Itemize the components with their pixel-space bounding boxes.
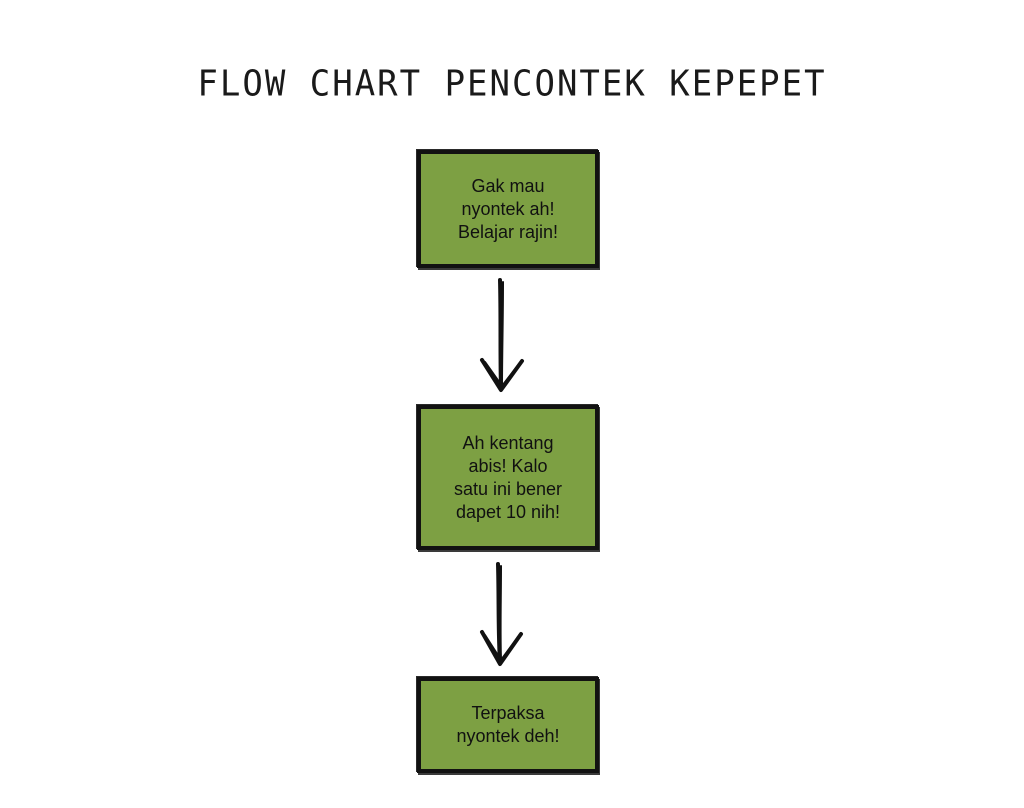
down-arrow-icon [480,562,523,666]
step-box-2: Ah kentang abis! Kalo satu ini bener dap… [417,405,599,550]
step-box-1: Gak mau nyontek ah! Belajar rajin! [417,150,599,268]
step-box-3: Terpaksa nyontek deh! [417,677,599,773]
down-arrow-icon [480,278,524,392]
diagram-title: FLOW CHART PENCONTEK KEPEPET [197,63,827,105]
